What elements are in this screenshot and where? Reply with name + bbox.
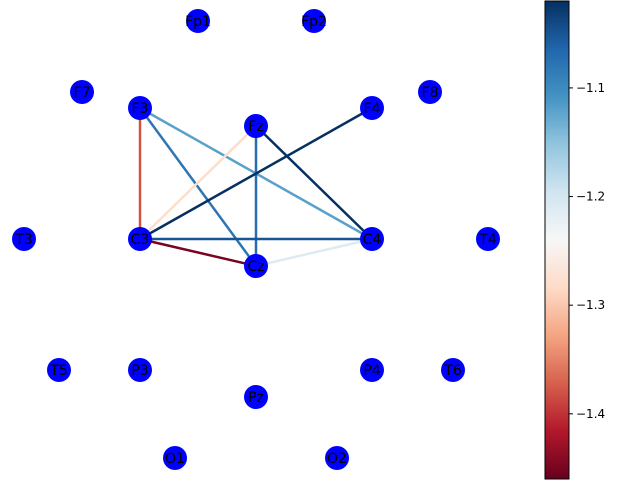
node-marker bbox=[47, 358, 71, 382]
node-marker bbox=[325, 446, 349, 470]
node-F7: F7 bbox=[70, 80, 94, 104]
node-label: F4 bbox=[364, 101, 381, 117]
edge-C3-Cz bbox=[139, 237, 257, 268]
node-label: T6 bbox=[443, 363, 462, 379]
node-marker bbox=[244, 254, 268, 278]
node-Fp2: Fp2 bbox=[301, 9, 327, 33]
edge-Fz-C4 bbox=[255, 125, 373, 240]
node-label: T5 bbox=[49, 363, 67, 379]
node-marker bbox=[302, 9, 326, 33]
node-label: T3 bbox=[14, 232, 32, 248]
node-label: Fp2 bbox=[301, 14, 327, 30]
node-Pz: Pz bbox=[244, 385, 268, 409]
node-label: O1 bbox=[165, 451, 185, 467]
node-label: C3 bbox=[131, 232, 150, 248]
node-T4: T4 bbox=[476, 227, 500, 251]
node-T5: T5 bbox=[47, 358, 71, 382]
node-O1: O1 bbox=[163, 446, 187, 470]
node-marker bbox=[360, 96, 384, 120]
node-label: Fp1 bbox=[185, 14, 211, 30]
node-marker bbox=[12, 227, 36, 251]
node-label: T4 bbox=[478, 232, 497, 248]
node-F8: F8 bbox=[418, 80, 442, 104]
node-T6: T6 bbox=[441, 358, 465, 382]
colorbar-tick-label: −1.3 bbox=[576, 298, 605, 312]
node-Cz: Cz bbox=[244, 254, 268, 278]
node-marker bbox=[360, 358, 384, 382]
node-label: P4 bbox=[363, 363, 380, 379]
node-marker bbox=[418, 80, 442, 104]
node-label: F8 bbox=[422, 85, 439, 101]
node-marker bbox=[476, 227, 500, 251]
colorbar-tick-label: −1.2 bbox=[576, 190, 605, 204]
node-label: Pz bbox=[248, 390, 264, 406]
node-marker bbox=[441, 358, 465, 382]
node-marker bbox=[244, 114, 268, 138]
node-marker bbox=[128, 358, 152, 382]
colorbar-tick-label: −1.4 bbox=[576, 407, 605, 421]
node-marker bbox=[244, 385, 268, 409]
node-marker bbox=[360, 227, 384, 251]
node-Fz: Fz bbox=[244, 114, 268, 138]
node-F4: F4 bbox=[360, 96, 384, 120]
colorbar-tick-label: −1.1 bbox=[576, 81, 605, 95]
node-label: P3 bbox=[131, 363, 148, 379]
node-label: Cz bbox=[247, 259, 264, 275]
node-Fp1: Fp1 bbox=[185, 9, 211, 33]
node-marker bbox=[186, 9, 210, 33]
node-O2: O2 bbox=[325, 446, 349, 470]
node-label: C4 bbox=[363, 232, 382, 248]
edge-Cz-C4 bbox=[255, 237, 373, 268]
node-F3: F3 bbox=[128, 96, 152, 120]
colorbar: −1.1 −1.2 −1.3 −1.4 bbox=[544, 0, 605, 480]
edges-layer bbox=[138, 106, 373, 268]
node-P4: P4 bbox=[360, 358, 384, 382]
node-marker bbox=[163, 446, 187, 470]
node-P3: P3 bbox=[128, 358, 152, 382]
node-T3: T3 bbox=[12, 227, 36, 251]
node-marker bbox=[128, 96, 152, 120]
node-label: Fz bbox=[248, 119, 263, 135]
node-C4: C4 bbox=[360, 227, 384, 251]
node-marker bbox=[128, 227, 152, 251]
colorbar-gradient bbox=[544, 0, 570, 480]
node-label: F7 bbox=[74, 85, 91, 101]
edge-Fz-C3 bbox=[139, 125, 257, 240]
node-C3: C3 bbox=[128, 227, 152, 251]
edge-F4-C3 bbox=[139, 106, 373, 241]
node-label: F3 bbox=[132, 101, 149, 117]
node-marker bbox=[70, 80, 94, 104]
node-label: O2 bbox=[327, 451, 347, 467]
